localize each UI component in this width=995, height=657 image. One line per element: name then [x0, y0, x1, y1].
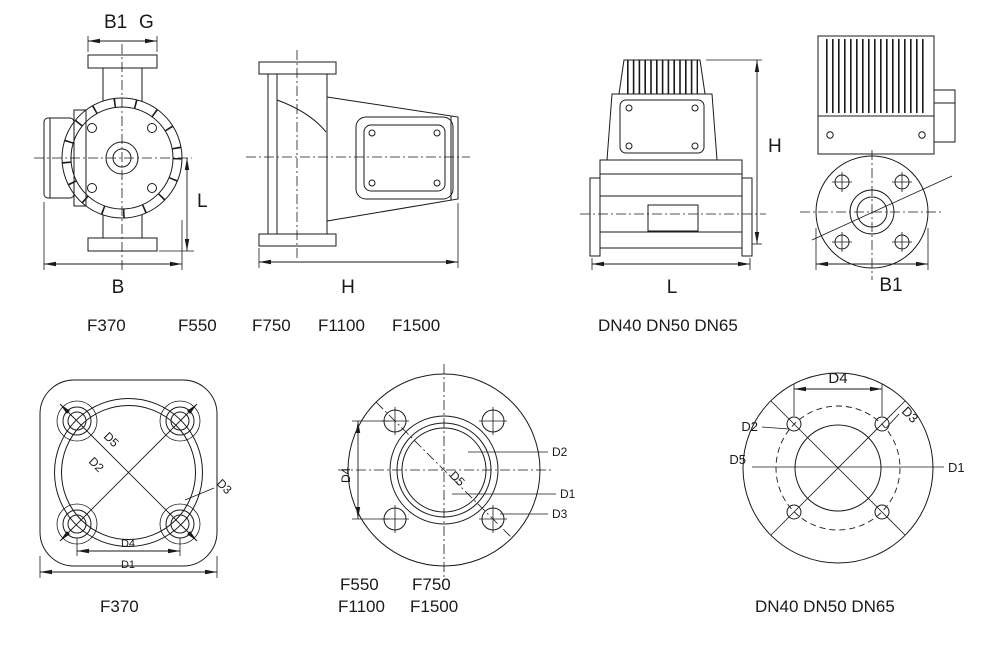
dim-label-h: H [341, 277, 355, 298]
dim-label-d1: D1 [560, 487, 576, 501]
flange-body [742, 372, 934, 564]
dim-label-d2: D2 [552, 445, 568, 459]
dim-label-d2: D2 [86, 454, 107, 475]
pump-adapter [599, 159, 743, 175]
dim-label-d4: D4 [121, 538, 135, 550]
caption-dn: DN40 DN50 DN65 [755, 597, 895, 616]
dim-label-d1: D1 [121, 559, 135, 571]
front-view-small-pump: B1 G L B [34, 12, 208, 298]
dim-label-d2: D2 [741, 419, 758, 434]
dim-label-d4: D4 [828, 370, 847, 387]
discharge-flange [741, 177, 753, 257]
front-view-large-pump: B1 [800, 35, 956, 296]
side-view-small-pump: H [246, 50, 470, 298]
dim-label-d5: D5 [729, 452, 746, 467]
caption-f1100: F1100 [338, 597, 385, 616]
model-label-f370: F370 [87, 316, 126, 335]
flange-view-dn: D5 D1 D2 D3 D4 DN40 DN50 DN65 [729, 370, 964, 616]
bottom-flange [87, 237, 158, 252]
flange-view-f550: D5 D4 D2 D1 D3 F550 F750 F1100 F1500 [338, 364, 576, 616]
dim-label-g: G [139, 12, 154, 33]
dim-label-d3: D3 [552, 507, 568, 521]
dim-label-d4: D4 [339, 467, 353, 483]
caption-f550: F550 [340, 575, 379, 594]
dim-label-d5: D5 [447, 468, 468, 489]
dim-label-d5: D5 [101, 429, 122, 450]
top-flange [258, 61, 337, 75]
model-label-f1100: F1100 [318, 316, 365, 335]
terminal-box [355, 116, 454, 200]
model-label-f550: F550 [178, 316, 217, 335]
flange-view-f370: D5 D2 D3 D4 D1 F370 [39, 379, 235, 616]
dim-label-b1: B1 [879, 275, 902, 296]
motor-housing [326, 96, 459, 222]
model-label-f1500: F1500 [392, 316, 440, 335]
dim-label-d1: D1 [948, 460, 965, 475]
terminal-box [43, 117, 75, 199]
flange-body [39, 379, 218, 567]
dim-label-l: L [667, 277, 678, 298]
dim-label-h: H [768, 136, 782, 157]
dim-label-b: B [112, 277, 125, 298]
bottom-flange [258, 233, 337, 247]
top-flange [87, 54, 158, 69]
caption-f370: F370 [100, 597, 139, 616]
caption-f750: F750 [412, 575, 451, 594]
bolt-circle [775, 405, 901, 531]
terminal-box [933, 89, 956, 143]
model-label-dn: DN40 DN50 DN65 [598, 316, 738, 335]
suction-flange [589, 177, 601, 257]
side-view-large-pump: H L [580, 59, 782, 298]
caption-f1500: F1500 [410, 597, 458, 616]
dim-label-l: L [197, 191, 208, 212]
model-labels-row: F370 F550 F750 F1100 F1500 DN40 DN50 DN6… [87, 316, 738, 335]
model-label-f750: F750 [252, 316, 291, 335]
dim-label-b1: B1 [104, 12, 127, 33]
motor-body [606, 93, 718, 161]
dim-label-d3: D3 [899, 404, 921, 426]
